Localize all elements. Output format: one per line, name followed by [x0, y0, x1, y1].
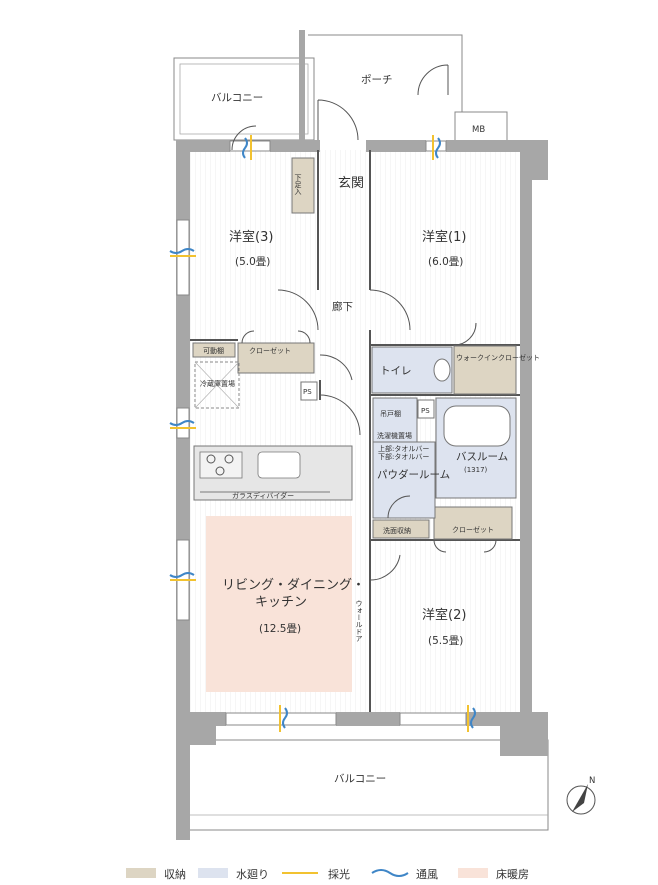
toilet-label: トイレ: [380, 365, 412, 377]
legend-water-label: 水廻り: [236, 868, 269, 881]
closet-b-label: クローゼット: [452, 525, 494, 534]
legend-floor-heating-swatch: [458, 868, 488, 878]
walk-in-closet-label: ウォークインクローゼット: [456, 353, 540, 362]
room2-name: 洋室(2): [422, 607, 466, 623]
closet-b: [433, 506, 513, 540]
glass-divider-label: ガラスディバイダー: [232, 491, 294, 500]
powder-room-label: パウダールーム: [377, 468, 450, 481]
porch-label: ポーチ: [361, 74, 393, 86]
storage-areas: [192, 157, 517, 540]
legend-storage-swatch: [126, 868, 156, 878]
hallway-label: 廊下: [332, 300, 353, 313]
doors: [231, 64, 497, 581]
bathroom-size: (1317): [464, 466, 488, 474]
legend-floor-heating-label: 床暖房: [496, 867, 529, 881]
north-label: N: [589, 776, 595, 786]
ldk-size: (12.5畳): [259, 623, 301, 635]
hanging-cabinet-label: 吊戸棚: [380, 409, 401, 418]
balcony-top-area: [173, 57, 315, 141]
wall-door-label: ウォールドア: [355, 600, 363, 642]
fridge-space: [194, 361, 240, 409]
legend-wind-swatch: [371, 869, 409, 877]
bathtub: [443, 405, 511, 447]
fridge-space-label: 冷蔵庫置場: [200, 379, 235, 388]
movable-shelf: [192, 342, 236, 358]
balcony-top-label: バルコニー: [211, 92, 263, 104]
interior-walls: [190, 150, 520, 712]
legend: 収納 水廻り 採光 通風 床暖房: [126, 867, 529, 881]
room1-name: 洋室(1): [422, 229, 466, 245]
entrance-label: 玄関: [338, 176, 364, 191]
linen-storage-label: 洗面収納: [383, 526, 411, 535]
ldk-name-line2: キッチン: [255, 595, 307, 610]
washer-room: [372, 397, 418, 443]
towel-bar-lower-label: 下部:タオルバー: [378, 452, 429, 461]
ldk-name-line1: リビング・ダイニング・: [222, 578, 365, 593]
legend-water-swatch: [198, 868, 228, 878]
room1-size: (6.0畳): [428, 256, 463, 268]
walk-in-closet: [453, 345, 517, 395]
porch-area: [299, 30, 508, 143]
room3-name: 洋室(3): [229, 229, 273, 245]
movable-shelf-label: 可動棚: [203, 346, 224, 355]
room2-size: (5.5畳): [428, 635, 463, 647]
ventilation-markers: [169, 135, 476, 732]
ps-b-label: PS: [421, 407, 430, 415]
toilet-bowl: [433, 358, 451, 382]
balcony-bottom-label: バルコニー: [334, 773, 386, 785]
shoe-storage-label: 下足入: [294, 174, 302, 195]
linen-storage: [372, 519, 430, 539]
legend-storage-label: 収納: [164, 868, 186, 881]
kitchen-counter: [193, 445, 353, 501]
closet-a-label: クローゼット: [249, 346, 291, 355]
towel-bar-upper-label: 上部:タオルバー: [378, 444, 429, 453]
floor-heating-zone: [206, 516, 352, 692]
balcony-bottom-area: [187, 739, 549, 831]
closet-a: [237, 342, 315, 374]
ps-a-label: PS: [303, 388, 312, 396]
north-arrow: N: [566, 776, 596, 815]
ps-box-b: [417, 399, 435, 419]
powder-room: [372, 441, 436, 519]
room3-size: (5.0畳): [235, 256, 270, 268]
bathroom-label: バスルーム: [456, 451, 508, 463]
shoe-storage: [291, 157, 315, 214]
legend-wind-label: 通風: [416, 868, 438, 881]
room-labels: バルコニー ポーチ MB 玄関 下足入 洋室(3) (5.0畳) 洋室(1) (…: [200, 74, 540, 785]
outer-walls: [176, 140, 548, 840]
ps-box-a: [300, 381, 318, 401]
washer-space-label: 洗濯機置場: [377, 431, 412, 440]
mb-label: MB: [472, 125, 485, 135]
legend-light-label: 採光: [328, 867, 350, 881]
